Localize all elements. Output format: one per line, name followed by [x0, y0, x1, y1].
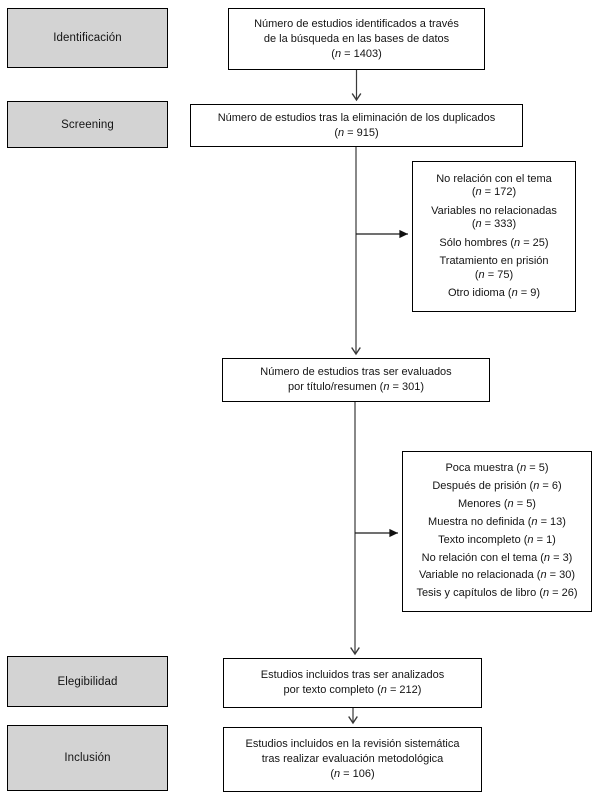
flow-box-title-abstract-screened: Número de estudios tras ser evaluados po… [222, 358, 490, 402]
stage-box-eligibility: Elegibilidad [7, 656, 168, 707]
flow-box-after-duplicates-text: Número de estudios tras la eliminación d… [217, 111, 496, 139]
exclusion-item: Después de prisión (n = 6) [432, 480, 562, 493]
exclusion-item: Sólo hombres (n = 25) [439, 236, 549, 249]
exclusion-item: Tratamiento en prisión (n = 75) [439, 255, 549, 281]
flow-box-included: Estudios incluidos en la revisión sistem… [223, 727, 482, 792]
stage-box-identification: Identificación [7, 8, 168, 68]
stage-box-screening: Screening [7, 101, 168, 148]
flow-box-title-abstract-screened-text: Número de estudios tras ser evaluados po… [260, 366, 452, 393]
flow-box-full-text-analyzed: Estudios incluidos tras ser analizados p… [223, 658, 482, 708]
flow-box-included-text: Estudios incluidos en la revisión sistem… [245, 738, 460, 780]
exclusion-item: Variables no relacionadas (n = 333) [431, 204, 557, 231]
flow-box-identified: Número de estudios identificados a travé… [228, 8, 485, 70]
exclusion-item: No relación con el tema (n = 172) [436, 172, 552, 199]
exclusion-box-title-abstract-reasons: No relación con el tema (n = 172) Variab… [412, 161, 576, 312]
stage-label-screening: Screening [61, 118, 114, 131]
exclusion-item: Texto incompleto (n = 1) [438, 533, 556, 546]
exclusion-item: Tesis y capítulos de libro (n = 26) [416, 587, 578, 600]
exclusion-item: Poca muestra (n = 5) [445, 462, 549, 475]
exclusion-box-full-text-reasons: Poca muestra (n = 5) Después de prisión … [402, 451, 592, 612]
exclusion-item: Otro idioma (n = 9) [447, 287, 541, 299]
stage-box-inclusion: Inclusión [7, 725, 168, 791]
flow-box-full-text-analyzed-text: Estudios incluidos tras ser analizados p… [260, 669, 445, 696]
stage-label-identification: Identificación [53, 32, 122, 44]
exclusion-item: Menores (n = 5) [458, 497, 536, 510]
exclusion-item: Variable no relacionada (n = 30) [418, 569, 576, 582]
flow-box-after-duplicates: Número de estudios tras la eliminación d… [190, 104, 523, 147]
stage-label-eligibility: Elegibilidad [57, 675, 118, 688]
flow-box-identified-text: Número de estudios identificados a travé… [254, 17, 459, 60]
exclusion-item: No relación con el tema (n = 3) [421, 551, 573, 564]
stage-label-inclusion: Inclusión [64, 752, 111, 764]
exclusion-item: Muestra no definida (n = 13) [428, 515, 566, 528]
